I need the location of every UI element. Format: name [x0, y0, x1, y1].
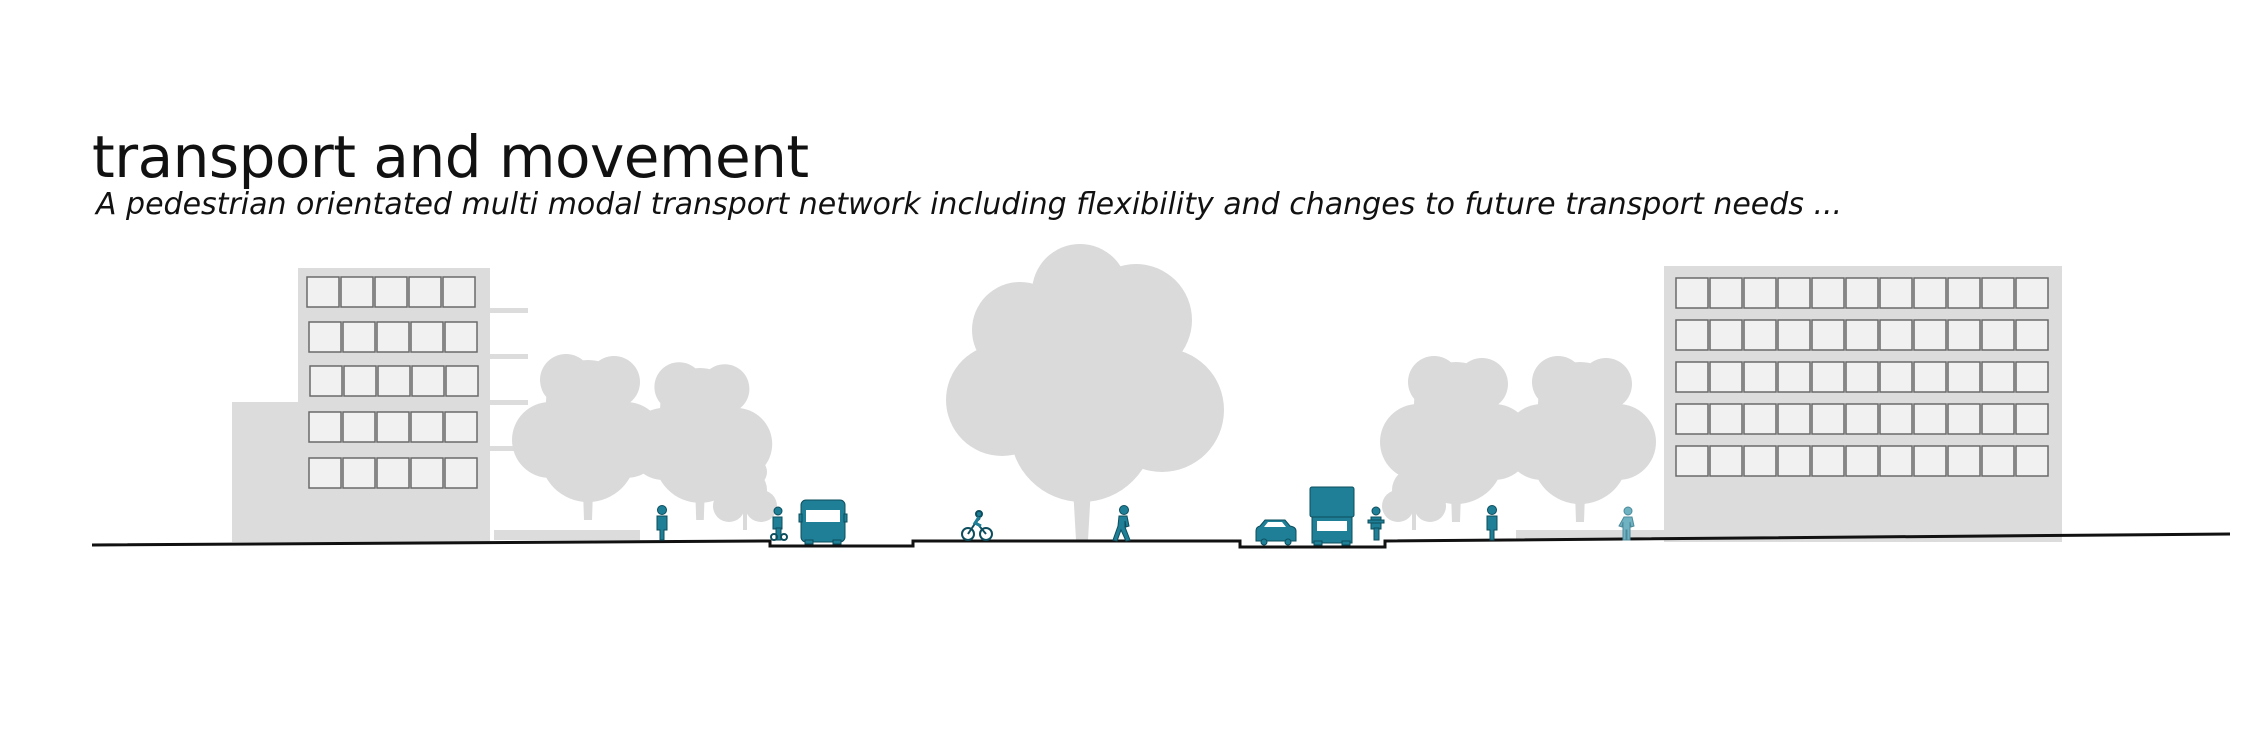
pedestrian-light-icon [1618, 506, 1635, 541]
tree-right-3 [1504, 356, 1656, 522]
car-icon [1255, 519, 1297, 546]
walking-pedestrian-icon [1112, 505, 1131, 542]
bus-icon [798, 499, 848, 545]
building-left [232, 268, 640, 542]
ground-line [91, 532, 2231, 549]
truck-icon [1309, 486, 1355, 546]
cyclist-icon [961, 510, 993, 541]
pedestrian-icon [656, 505, 668, 541]
building-right [1516, 266, 2062, 542]
pedestrian-icon [1486, 505, 1498, 541]
diagram-subtitle: A pedestrian orientated multi modal tran… [96, 187, 1843, 222]
diagram-title: transport and movement [92, 123, 809, 191]
building-right-windows [1675, 277, 2049, 477]
tree-large-center [946, 244, 1224, 540]
scooter-rider-icon [770, 506, 788, 541]
building-left-windows [306, 276, 479, 489]
cyclist-front-icon [1367, 506, 1385, 541]
